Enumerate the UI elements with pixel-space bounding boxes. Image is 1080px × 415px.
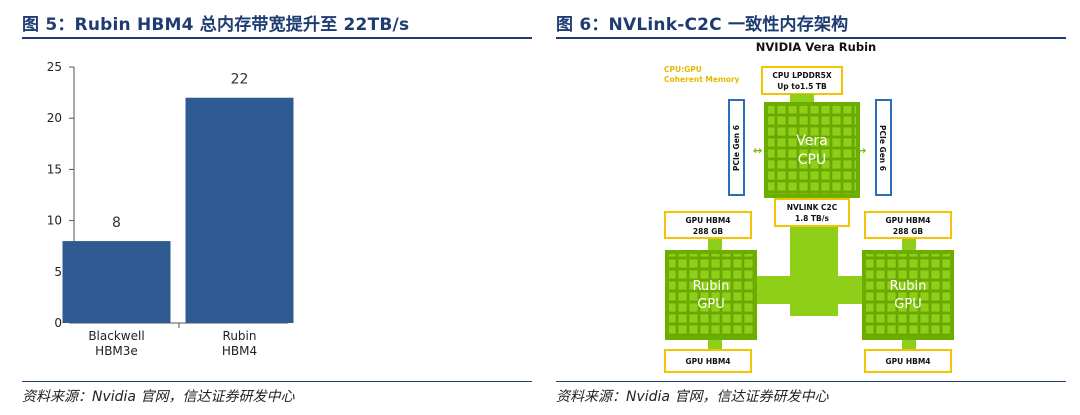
y-tick-label: 20 bbox=[47, 111, 62, 125]
data-label-1: 8 bbox=[112, 215, 121, 231]
gpu-right-label-2: GPU bbox=[894, 297, 921, 312]
pcie-left-label: PCIe Gen 6 bbox=[732, 125, 741, 171]
bar-2 bbox=[185, 97, 294, 323]
gpu-right-bottom-mem-label: GPU HBM4 bbox=[885, 357, 930, 366]
gpu-right-mem-link bbox=[902, 238, 916, 252]
figure5-title: 图 5：Rubin HBM4 总内存带宽提升至 22TB/s bbox=[22, 15, 410, 35]
y-tick-label: 25 bbox=[47, 60, 62, 74]
figure6-panel: 图 6：NVLink-C2C 一致性内存架构 NVIDIA Vera Rubin… bbox=[556, 0, 1066, 415]
gpu-right-mem-label-2: 288 GB bbox=[893, 227, 923, 236]
x-tick-label-1-line-2: HBM3e bbox=[95, 344, 138, 358]
pcie-left-box: PCIe Gen 6 bbox=[728, 99, 745, 196]
nvlink-diagram: NVIDIA Vera Rubin CPU:GPU Coherent Memor… bbox=[664, 40, 954, 373]
figure6-top-rule bbox=[556, 37, 1066, 39]
gpu-right-bottom-link bbox=[902, 338, 916, 350]
cpu-label-2: CPU bbox=[798, 152, 826, 168]
figure6-bottom-rule bbox=[556, 381, 1066, 382]
figure5-top-rule bbox=[22, 37, 532, 39]
figure5-source: 资料来源：Nvidia 官网，信达证券研发中心 bbox=[22, 389, 295, 405]
pcie-right-box: PCIe Gen 6 bbox=[875, 99, 892, 196]
gpu-left-label-2: GPU bbox=[697, 297, 724, 312]
x-tick-label-2-line-1: Rubin bbox=[223, 329, 257, 343]
y-tick-label: 5 bbox=[54, 265, 62, 279]
vera-cpu-chip: Vera CPU bbox=[764, 102, 860, 198]
cpu-mem-label-2: Up to1.5 TB bbox=[777, 82, 827, 91]
gpu-right-mem-label-1: GPU HBM4 bbox=[885, 216, 930, 225]
gpu-left-mem-label-2: 288 GB bbox=[693, 227, 723, 236]
cpu-label-1: Vera bbox=[796, 133, 827, 149]
y-tick-label: 15 bbox=[47, 162, 62, 176]
cpu-mem-label-1: CPU LPDDR5X bbox=[772, 71, 831, 80]
gpu-left-bottom-mem-label: GPU HBM4 bbox=[685, 357, 730, 366]
cpu-lpddr5x-box: CPU LPDDR5X Up to1.5 TB bbox=[761, 66, 843, 95]
diagram-title: NVIDIA Vera Rubin bbox=[756, 40, 876, 54]
nvlink-label-1: NVLINK C2C bbox=[787, 203, 838, 212]
pcie-left-arrow-icon: ↔ bbox=[753, 144, 762, 157]
x-tick-label-2-line-2: HBM4 bbox=[222, 344, 257, 358]
rubin-gpu-right-chip: Rubin GPU bbox=[862, 250, 954, 340]
coherent-memory-label-1: CPU:GPU bbox=[664, 65, 702, 74]
pcie-right-label: PCIe Gen 6 bbox=[878, 125, 887, 171]
pcie-right-arrow-icon: ↔ bbox=[857, 144, 866, 157]
y-tick-label: 0 bbox=[54, 316, 62, 330]
figure5-panel: 图 5：Rubin HBM4 总内存带宽提升至 22TB/s 0 5 10 15 20 2… bbox=[22, 0, 532, 415]
gpu-right-bottom-hbm4-box: GPU HBM4 bbox=[864, 349, 952, 373]
bar-1 bbox=[62, 241, 171, 323]
gpu-right-hbm4-box: GPU HBM4 288 GB bbox=[864, 211, 952, 239]
figure6-title: 图 6：NVLink-C2C 一致性内存架构 bbox=[556, 15, 849, 35]
data-label-2: 22 bbox=[231, 72, 249, 88]
cpu-mem-link bbox=[790, 94, 814, 102]
gpu-left-bottom-hbm4-box: GPU HBM4 bbox=[664, 349, 752, 373]
y-tick-label: 10 bbox=[47, 214, 62, 228]
x-tick-label-1-line-1: Blackwell bbox=[88, 329, 144, 343]
gpu-left-hbm4-box: GPU HBM4 288 GB bbox=[664, 211, 752, 239]
coherent-memory-label-2: Coherent Memory bbox=[664, 75, 740, 84]
gpu-right-label-1: Rubin bbox=[890, 279, 927, 294]
gpu-left-bottom-link bbox=[708, 338, 722, 350]
gpu-left-label-1: Rubin bbox=[693, 279, 730, 294]
nvlink-c2c-box: NVLINK C2C 1.8 TB/s bbox=[774, 198, 850, 227]
gpu-left-mem-label-1: GPU HBM4 bbox=[685, 216, 730, 225]
figure6-source: 资料来源：Nvidia 官网，信达证券研发中心 bbox=[556, 389, 829, 405]
rubin-gpu-left-chip: Rubin GPU bbox=[665, 250, 757, 340]
gpu-left-mem-link bbox=[708, 238, 722, 252]
figure5-bottom-rule bbox=[22, 381, 532, 382]
nvlink-label-2: 1.8 TB/s bbox=[795, 214, 829, 223]
